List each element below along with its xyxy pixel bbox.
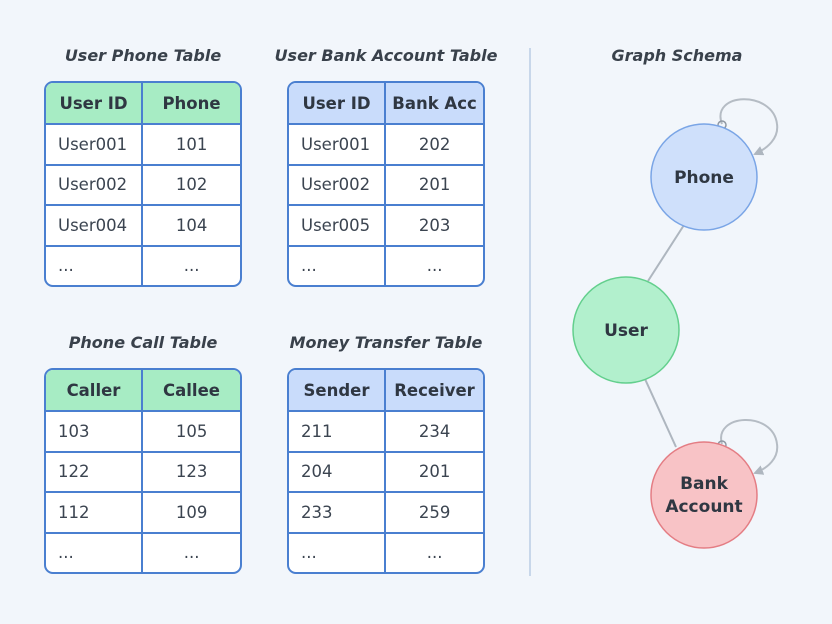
money-transfer-table-title: Money Transfer Table [289, 333, 483, 352]
table-row: 211 234 [289, 410, 483, 451]
table-row: User001 202 [289, 123, 483, 164]
phone-call-table-title: Phone Call Table [68, 333, 218, 352]
section-divider [529, 48, 531, 576]
table-row: User002 102 [46, 163, 240, 204]
table-cell: User001 [46, 125, 144, 164]
user-node-label: User [604, 321, 648, 341]
user-phone-table: User ID Phone User001 101 User002 102 Us… [44, 81, 242, 287]
bank-account-node [650, 441, 758, 549]
graph-schema: Phone User Bank Account [572, 98, 779, 549]
user-bank-table: User ID Bank Acc User001 202 User002 201… [287, 81, 485, 287]
column-header: User ID [46, 83, 144, 123]
user-bank-table-title: User Bank Account Table [274, 46, 498, 65]
table-cell: 233 [289, 493, 387, 532]
edge-user-bank [644, 378, 677, 448]
table-cell: ... [426, 256, 443, 276]
table-cell: 203 [418, 215, 451, 235]
table-cell: 234 [418, 421, 451, 441]
table-row: 103 105 [46, 410, 240, 451]
table-header-row: User ID Phone [46, 83, 240, 123]
table-cell: 201 [418, 462, 451, 482]
table-cell: 204 [289, 452, 387, 491]
table-cell: 122 [46, 452, 144, 491]
column-header: Bank Acc [392, 93, 477, 113]
table-cell: User002 [289, 165, 387, 204]
column-header: Sender [289, 370, 387, 410]
table-cell: 102 [175, 175, 208, 195]
table-cell: ... [289, 533, 387, 572]
column-header: Phone [162, 93, 221, 113]
money-transfer-table: Sender Receiver 211 234 204 201 233 259 … [287, 368, 485, 574]
table-cell: 259 [418, 502, 451, 522]
column-header: User ID [289, 83, 387, 123]
table-cell: ... [46, 246, 144, 285]
table-row: User005 203 [289, 204, 483, 245]
table-row: ... ... [46, 244, 240, 285]
table-header-row: User ID Bank Acc [289, 83, 483, 123]
table-cell: ... [183, 256, 200, 276]
table-cell: 105 [175, 421, 208, 441]
table-cell: 123 [175, 462, 208, 482]
table-cell: 104 [175, 215, 208, 235]
table-cell: ... [183, 543, 200, 563]
table-cell: ... [289, 246, 387, 285]
table-cell: 101 [175, 134, 208, 154]
table-cell: 201 [418, 175, 451, 195]
table-header-row: Sender Receiver [289, 370, 483, 410]
graph-schema-title: Graph Schema [611, 46, 743, 65]
phone-node-label: Phone [674, 168, 734, 188]
table-cell: 109 [175, 502, 208, 522]
table-row: 122 123 [46, 450, 240, 491]
phone-node [650, 123, 758, 231]
edge-user-phone [647, 224, 685, 282]
table-row: ... ... [46, 531, 240, 572]
table-row: User002 201 [289, 163, 483, 204]
table-cell: User005 [289, 206, 387, 245]
table-row: 233 259 [289, 491, 483, 532]
bank-node-label-line1: Bank [680, 474, 729, 494]
table-row: 112 109 [46, 491, 240, 532]
column-header: Caller [46, 370, 144, 410]
table-cell: User001 [289, 125, 387, 164]
table-cell: 211 [289, 412, 387, 451]
table-row: ... ... [289, 244, 483, 285]
phone-call-table: Caller Callee 103 105 122 123 112 109 ..… [44, 368, 242, 574]
self-loop-bank [720, 419, 779, 475]
table-row: User001 101 [46, 123, 240, 164]
column-header: Receiver [394, 380, 475, 400]
table-row: ... ... [289, 531, 483, 572]
table-header-row: Caller Callee [46, 370, 240, 410]
user-node [572, 276, 680, 384]
column-header: Callee [163, 380, 220, 400]
table-cell: ... [46, 533, 144, 572]
bank-node-label-line2: Account [665, 497, 742, 517]
table-row: 204 201 [289, 450, 483, 491]
table-cell: ... [426, 543, 443, 563]
user-phone-table-title: User Phone Table [64, 46, 222, 65]
table-cell: 202 [418, 134, 451, 154]
table-row: User004 104 [46, 204, 240, 245]
self-loop-phone [719, 98, 779, 156]
table-cell: User002 [46, 165, 144, 204]
table-cell: 103 [46, 412, 144, 451]
table-cell: User004 [46, 206, 144, 245]
table-cell: 112 [46, 493, 144, 532]
